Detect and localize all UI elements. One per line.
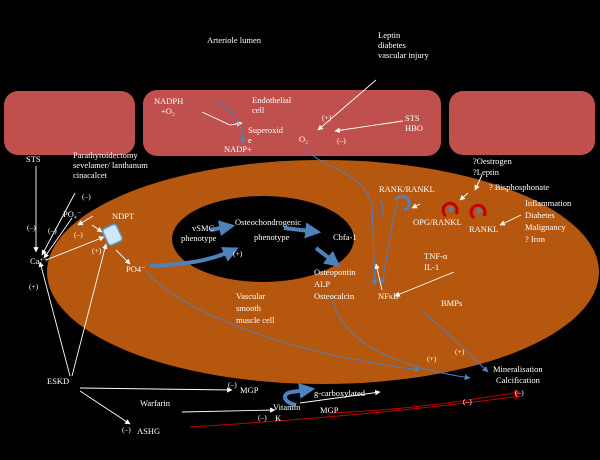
ashg-label: ASHG (137, 426, 160, 436)
minus-sign-o2: (–) (337, 136, 346, 145)
diabetes-right-label: Diabetes (525, 210, 555, 220)
minus-sign-ashg: (–) (122, 425, 131, 434)
osteochondrogenic-phenotype-label: phenotype (254, 232, 290, 242)
mgp2-label: MGP (320, 405, 339, 415)
ndpt-label: NDPT (112, 211, 135, 221)
rank-receptor-icon (394, 194, 411, 212)
vascular-label: Vascular (236, 291, 265, 301)
vsmc-phenotype-label: phenotype (181, 233, 217, 243)
osteochondrogenic-label: Osteochondrogenic (235, 217, 301, 227)
nadp-label: NADP+ (224, 144, 252, 154)
vitamin-label: Vitamin (273, 402, 301, 412)
vitamin-k-cycle-arrow (283, 382, 316, 407)
ca-label: Ca⁺⁺ (30, 256, 49, 266)
minus-sign-mgp: (–) (228, 380, 237, 389)
smooth-label: smooth (236, 303, 262, 313)
vascular-injury-label: vascular injury (378, 50, 429, 60)
tnf-label: TNF-α (424, 251, 448, 261)
po4-inner-label: PO4⁻ (126, 264, 146, 274)
minus-sign-4: (–) (74, 230, 83, 239)
bmps-label: BMPs (441, 298, 462, 308)
minus-sign-3: (–) (48, 226, 57, 235)
osteocalcin-label: Osteocalcin (314, 291, 355, 301)
smooth-muscle-cell (47, 160, 599, 384)
minus-sign-2: (–) (27, 223, 36, 232)
arteriole-lumen-label: Arteriole lumen (207, 35, 262, 45)
sts-label-top: STS (405, 113, 420, 123)
mgp-label: MGP (240, 385, 259, 395)
parathyroidectomy-label: Parathyroidectomy (73, 150, 138, 160)
g-carboxylated-label: g-carboxylated (314, 388, 366, 398)
opg-rankl-label: OPG/RANKL (413, 217, 462, 227)
opg-receptor-icon-1 (441, 201, 459, 218)
white-arrows (33, 79, 522, 425)
sts-label-left: STS (26, 154, 41, 164)
vitamin-k-label: K (275, 413, 282, 423)
plus-sign-bmps: (+) (455, 347, 465, 356)
nadph-label: NADPH (154, 96, 183, 106)
il1-label: IL-1 (424, 262, 439, 272)
mineralisation-label: Mineralisation (493, 364, 543, 374)
plus-o2-label: +O₂ (161, 106, 175, 116)
rank-rankl-label: RANK/RANKL (379, 184, 435, 194)
malignancy-label: Malignancy (525, 222, 566, 232)
vsmc-label: vSMC (192, 223, 215, 233)
endothelial-cell-left (4, 91, 135, 155)
leptin-q-label: ?Leptin (473, 167, 500, 177)
cell-label: cell (252, 105, 265, 115)
endothelial-cell-center (143, 90, 441, 156)
plus-sign-o2: (+) (322, 113, 332, 122)
sevelamer-label: sevelamer/ lanthanum (73, 160, 148, 170)
minus-sign-calc-1: (–) (463, 397, 472, 406)
nucleus (172, 196, 354, 282)
minus-sign-calc-2: (–) (515, 388, 524, 397)
text-labels: Arteriole lumen Leptin diabetes vascular… (26, 30, 572, 436)
ndpt-transporter-icon (102, 223, 123, 246)
receptor-icons (394, 194, 487, 220)
leptin-label: Leptin (378, 30, 401, 40)
plus-sign-vsmc: (+) (233, 249, 243, 258)
po4-outer-label: PO₄⁻ (63, 209, 82, 219)
blue-arrows (144, 99, 489, 381)
o2-label: O₂ (299, 134, 308, 144)
cbfa-label: Cbfa-1 (333, 232, 357, 242)
iron-label: ? Iron (525, 234, 546, 244)
inflammation-label: Inflammation (525, 198, 572, 208)
plus-sign-osteo: (+) (427, 354, 437, 363)
warfarin-label: Warfarin (140, 398, 171, 408)
plus-sign-ca: (+) (29, 282, 39, 291)
endothelial-cell-right (449, 91, 595, 155)
superoxide-e-label: e (248, 135, 252, 145)
endothelial-label: Endothelial (252, 95, 292, 105)
cinacalcet-label: cinacalcet (73, 170, 108, 180)
osteopontin-label: Osteopontin (314, 267, 356, 277)
bisphosphonate-label: ? Bisphosphonate (489, 182, 549, 192)
opg-receptor-icon-2 (469, 203, 487, 220)
minus-sign-1: (–) (82, 192, 91, 201)
thick-blue-arrows (149, 220, 341, 268)
red-inhibition-lines (189, 389, 521, 428)
rankl-label: RANKL (469, 224, 498, 234)
oestrogen-label: ?Oestrogen (473, 156, 512, 166)
nfkb-label: NFκB (378, 291, 399, 301)
diabetes-label: diabetes (378, 40, 406, 50)
calcification-label: Calcification (496, 375, 541, 385)
hbo-label: HBO (405, 123, 423, 133)
muscle-cell-label: muscle cell (236, 315, 275, 325)
superoxide-label: Superoxid (248, 125, 284, 135)
alp-label: ALP (314, 279, 330, 289)
minus-sign-vitk: (–) (258, 413, 267, 422)
plus-sign-ndpt: (+) (92, 246, 102, 255)
eskd-label: ESKD (47, 376, 69, 386)
